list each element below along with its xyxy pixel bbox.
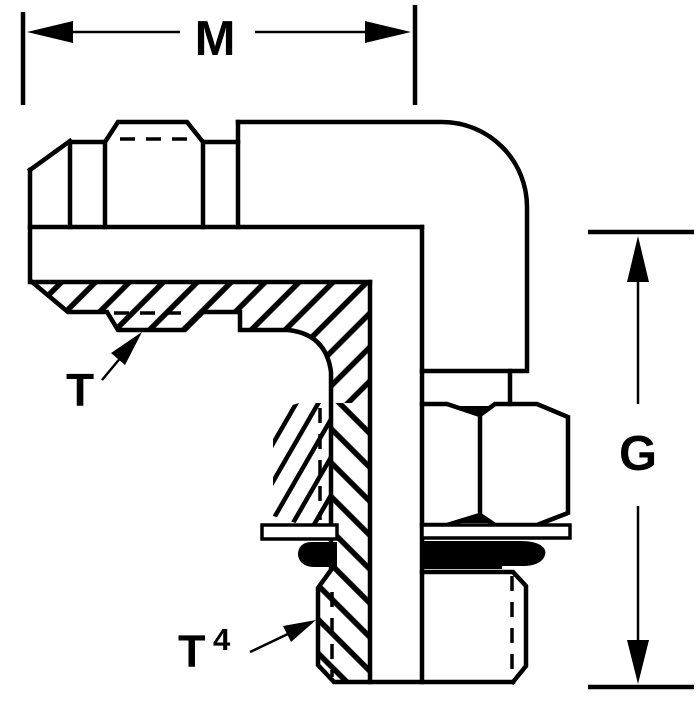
g-arrowhead-bottom [627, 640, 649, 684]
section-outline [28, 278, 516, 685]
nose-chamfer [26, 137, 74, 174]
g-arrowhead-top [627, 236, 649, 282]
dimension-g: G [588, 229, 694, 690]
t4-arrowhead [283, 620, 316, 642]
washer [260, 523, 572, 541]
hex-locknut [419, 401, 571, 528]
m-arrowhead-left [27, 21, 73, 43]
jic-male-end [26, 119, 241, 285]
elbow-outer-profile [235, 119, 530, 374]
m-dimension-label: M [195, 12, 236, 66]
t4-label-superscript: 4 [213, 622, 231, 657]
washer-left [260, 523, 339, 541]
o-ring-right [422, 541, 546, 569]
stud-right-profile [419, 569, 529, 686]
washer-right [420, 523, 572, 540]
o-ring [298, 541, 546, 569]
m-arrowhead-right [365, 21, 411, 43]
dimension-m: M [20, 5, 418, 105]
section-lower-profile [28, 278, 516, 685]
t4-leader-line [249, 631, 291, 654]
g-dimension-label: G [619, 427, 657, 481]
locknut-section-hatch [273, 403, 331, 524]
locknut-outline [419, 401, 571, 528]
o-ring-left [298, 542, 337, 567]
label-t4: T 4 [178, 620, 316, 677]
t4-label-base: T [178, 626, 206, 677]
locknut-bottom-chamfer [450, 515, 494, 523]
elbow-body [27, 119, 530, 685]
stud-end [419, 569, 529, 686]
t-label: T [66, 364, 94, 416]
t-arrowhead [111, 332, 142, 365]
label-t: T [66, 332, 142, 416]
jic-top-profile [67, 119, 241, 145]
locknut-top-chamfer [450, 406, 494, 415]
t-leader-line [101, 355, 123, 381]
